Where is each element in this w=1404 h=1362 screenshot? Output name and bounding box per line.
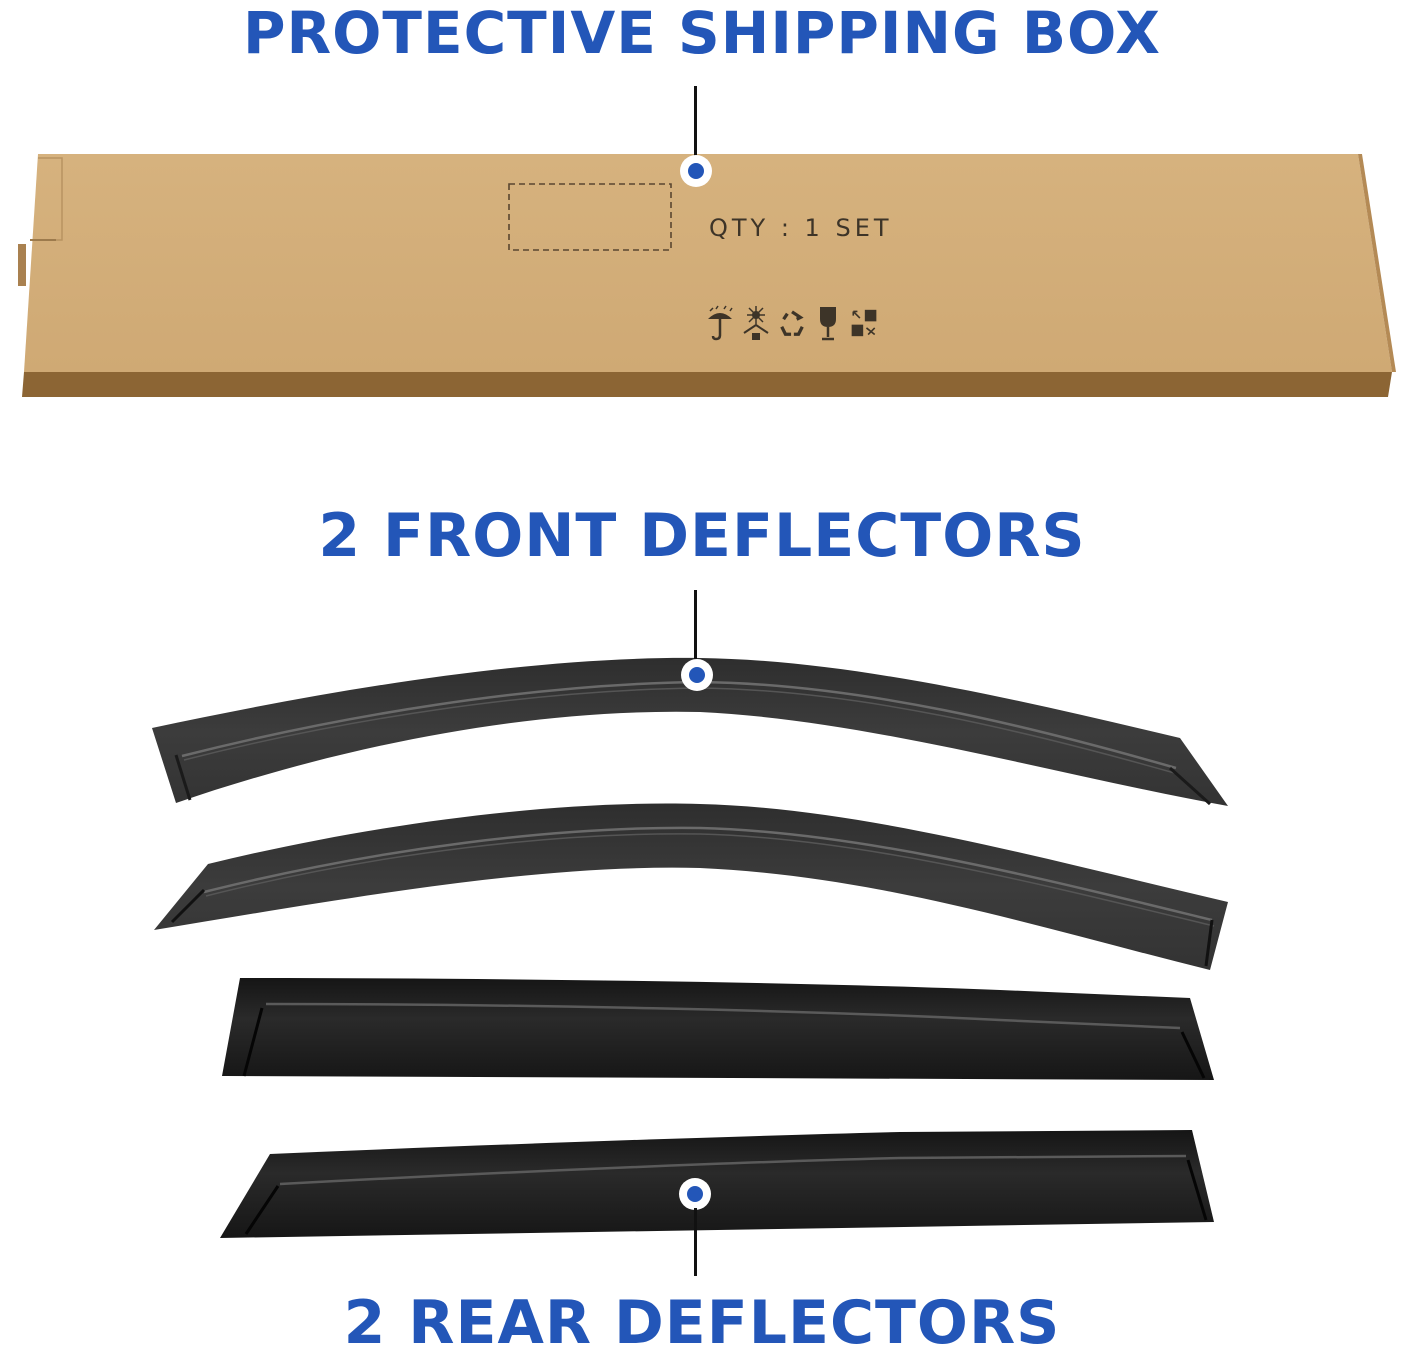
front-deflector-2 bbox=[154, 803, 1228, 970]
front-deflectors-heading: 2 FRONT DEFLECTORS bbox=[318, 501, 1086, 571]
recyclable-icon bbox=[778, 303, 806, 343]
rear-callout-marker bbox=[679, 1178, 711, 1210]
callout-dot bbox=[687, 1186, 703, 1202]
box-leader-line bbox=[694, 86, 697, 158]
rear-leader-line bbox=[694, 1208, 697, 1276]
quantity-label: QTY : 1 SET bbox=[709, 214, 893, 242]
do-not-stack-icon bbox=[850, 303, 878, 343]
rear-deflector-2 bbox=[220, 1130, 1214, 1238]
box-callout-marker bbox=[680, 155, 712, 187]
front-leader-line bbox=[694, 590, 697, 660]
callout-dot bbox=[689, 667, 705, 683]
handling-symbols bbox=[706, 303, 878, 343]
keep-dry-icon bbox=[706, 303, 734, 343]
shipping-box bbox=[18, 154, 1396, 397]
keep-away-from-sun-icon bbox=[742, 303, 770, 343]
shipping-box-heading: PROTECTIVE SHIPPING BOX bbox=[242, 0, 1162, 67]
rear-deflector-1 bbox=[222, 978, 1214, 1080]
rear-deflectors-heading: 2 REAR DEFLECTORS bbox=[343, 1288, 1061, 1358]
front-callout-marker bbox=[681, 659, 713, 691]
fragile-icon bbox=[814, 303, 842, 343]
callout-dot bbox=[688, 163, 704, 179]
